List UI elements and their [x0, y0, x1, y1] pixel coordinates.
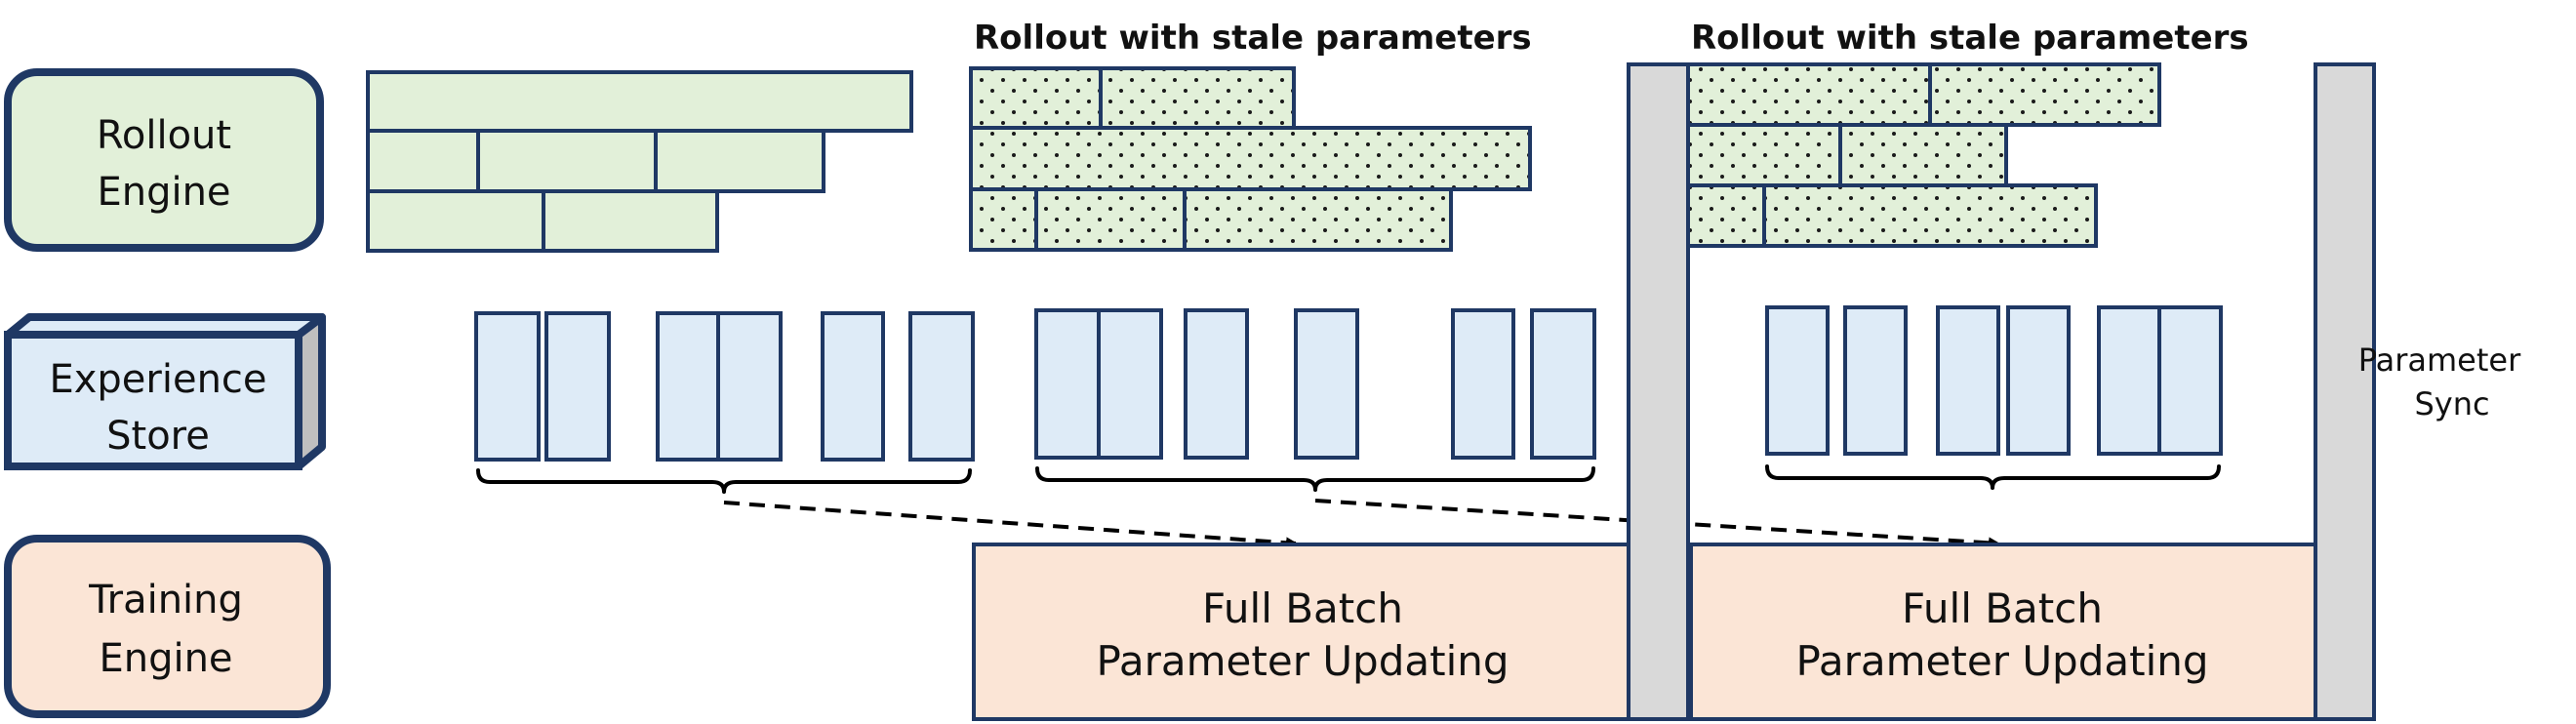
batch-braces [476, 464, 2221, 494]
training-engine-box: Training Engine [4, 535, 331, 718]
rollout-segment [654, 129, 825, 193]
training-block-2-line1: Full Batch [1902, 584, 2103, 632]
rollout-segment [366, 129, 480, 193]
stale-rollout-segment [1684, 183, 1766, 248]
experience-cell [1765, 305, 1830, 456]
stale-rollout-segment [969, 66, 1103, 130]
batch-brace [1035, 466, 1595, 492]
experience-cell [821, 311, 885, 462]
dashed-arrow [723, 501, 1298, 549]
parameter-sync-label-line1: Parameter [2358, 342, 2521, 379]
experience-cell [1843, 305, 1908, 456]
experience-cell [1184, 308, 1249, 460]
training-engine-label-line1: Training [88, 578, 243, 623]
batch-brace [1765, 464, 2221, 490]
experience-cell [544, 311, 611, 462]
batch-arrows [723, 499, 2000, 549]
parameter-sync-label-line2: Sync [2414, 385, 2489, 422]
rollout-segment [366, 189, 545, 253]
parameter-sync-bar [2314, 62, 2376, 721]
stale-rollout-segment [1928, 62, 2161, 127]
rollout-group-stale-1 [969, 66, 1532, 252]
rollout-segment [542, 189, 719, 253]
training-block-1-line2: Parameter Updating [1096, 637, 1509, 685]
training-block-2: Full Batch Parameter Updating [1689, 543, 2319, 721]
stale-rollout-label-2: Rollout with stale parameters [1691, 19, 2249, 58]
rollout-group-stale-2 [1684, 62, 2161, 248]
rollout-segment [476, 129, 658, 193]
experience-cell [1034, 308, 1101, 460]
rollout-group-fresh [366, 70, 913, 253]
experience-cell [2097, 305, 2162, 456]
experience-cell [1451, 308, 1515, 460]
training-engine-label-line2: Engine [99, 636, 232, 681]
training-block-1: Full Batch Parameter Updating [972, 543, 1633, 721]
experience-cell [908, 311, 975, 462]
experience-store-label-line1: Experience [49, 357, 266, 402]
stale-rollout-segment [1838, 123, 2008, 187]
stale-rollout-segment [969, 187, 1038, 252]
rollout-engine-label-line1: Rollout [97, 113, 231, 158]
training-block-1-line1: Full Batch [1202, 584, 1403, 632]
parameter-sync-bar [1627, 62, 1690, 721]
experience-store-label-line2: Store [106, 414, 210, 459]
experience-store-box: Experience Store [4, 313, 326, 470]
experience-cells [474, 305, 2223, 462]
experience-cell [656, 311, 722, 462]
stale-rollout-segment [1684, 123, 1842, 187]
rollout-engine-label-line2: Engine [97, 170, 230, 215]
stale-rollout-segment [1099, 66, 1296, 130]
experience-cell [1294, 308, 1359, 460]
stale-rollout-segment [1183, 187, 1453, 252]
batch-brace [476, 468, 972, 494]
experience-cell [2006, 305, 2071, 456]
experience-cell [1936, 305, 2000, 456]
stale-rollout-segment [969, 126, 1532, 191]
experience-cell [2157, 305, 2223, 456]
stale-rollout-label-1: Rollout with stale parameters [974, 19, 1532, 58]
stale-rollout-segment [1684, 62, 1932, 127]
rollout-engine-box: Rollout Engine [4, 68, 324, 252]
stale-rollout-segment [1034, 187, 1187, 252]
experience-cell [1097, 308, 1163, 460]
experience-cell [1530, 308, 1596, 460]
rollout-segment [366, 70, 913, 133]
stale-rollout-segment [1762, 183, 2098, 248]
training-block-2-line2: Parameter Updating [1795, 637, 2208, 685]
experience-cell [474, 311, 541, 462]
experience-cell [716, 311, 783, 462]
